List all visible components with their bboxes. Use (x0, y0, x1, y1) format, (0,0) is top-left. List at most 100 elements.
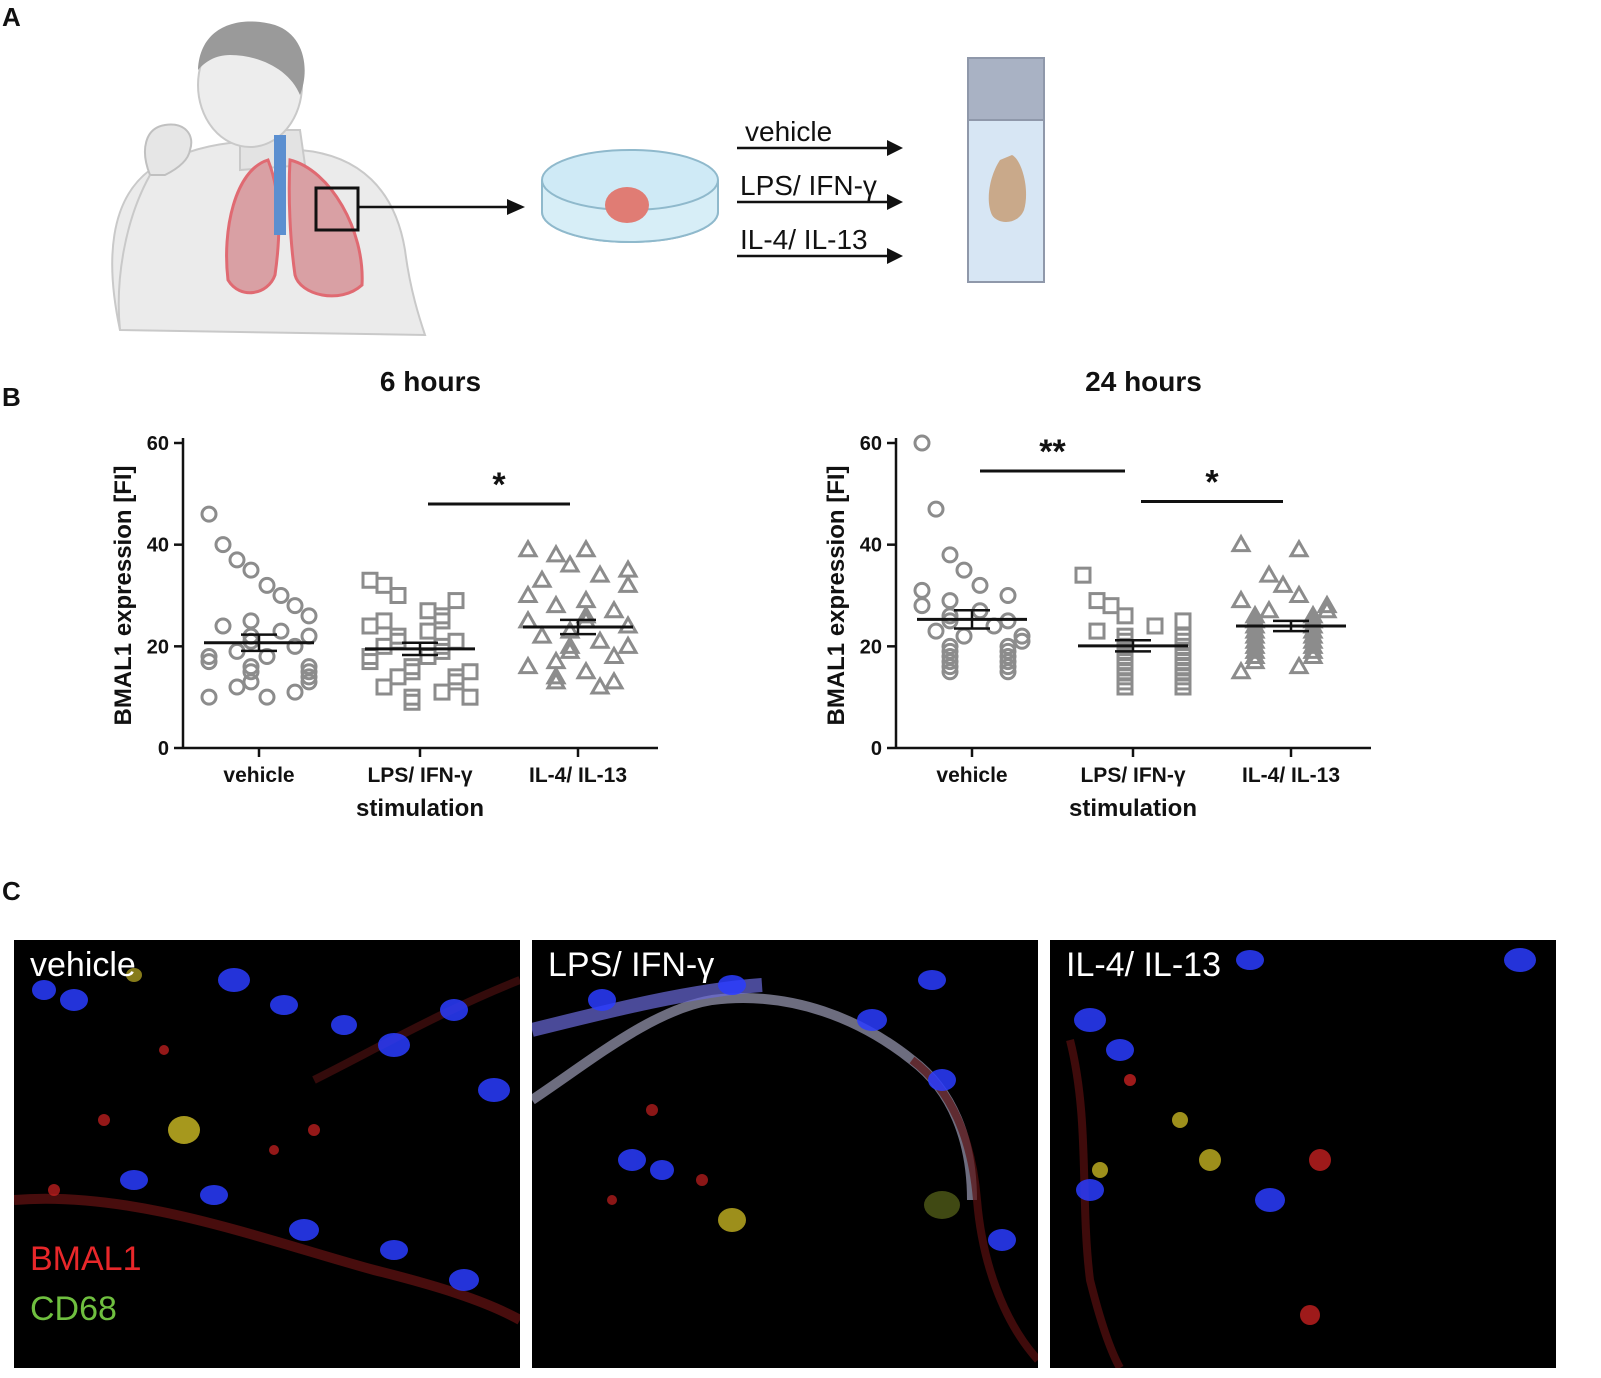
chart1-point (617, 559, 639, 578)
chart2-point (1174, 627, 1192, 645)
legend-bmal1: BMAL1 (30, 1240, 142, 1278)
chart1-point (433, 642, 451, 660)
chart1-significance-label: * (492, 466, 506, 504)
chart1-point (258, 688, 276, 706)
chart1-point (375, 678, 393, 696)
chart2-point (1116, 678, 1134, 696)
chart2-point (999, 612, 1017, 630)
chart1-point (603, 599, 625, 619)
chart2-point (1174, 658, 1192, 676)
micrograph-label-vehicle: vehicle (30, 946, 136, 984)
chart2-point (1174, 678, 1192, 696)
micrograph-label-il4-il13: IL-4/ IL-13 (1066, 946, 1221, 984)
chart2-y-tick-label: 20 (860, 636, 882, 658)
chart2-y-tick-label: 0 (871, 738, 882, 760)
chart1-point (603, 670, 625, 690)
chart1-point (517, 584, 539, 603)
human-figure-illustration (111, 21, 427, 337)
micrograph-il4-il13: IL-4/ IL-13 (1050, 940, 1556, 1368)
petri-dish-illustration (541, 149, 719, 243)
chart2-point (1244, 650, 1266, 670)
chart2-point (1102, 597, 1120, 615)
chart1-point (214, 536, 232, 554)
chart2-point (913, 434, 931, 452)
chart1-point (559, 640, 581, 659)
legend-cd68: CD68 (30, 1290, 117, 1328)
arrowhead-icon (507, 199, 525, 215)
chart1-point (389, 627, 407, 645)
chart1-point (300, 627, 318, 645)
chart1-point (419, 622, 437, 640)
chart2-point (941, 607, 959, 625)
chart2-point (955, 561, 973, 579)
chart1-point (242, 612, 260, 630)
chart1-point (575, 660, 597, 680)
chart2-point (1258, 599, 1280, 619)
micrograph-lps-ifn: LPS/ IFN-γ (532, 940, 1038, 1368)
chart1-point (575, 604, 597, 624)
micrograph-vehicle-image (14, 968, 520, 1325)
chart1-y-tick-label: 40 (147, 535, 169, 557)
chart1-point (447, 592, 465, 610)
chart1-point (419, 648, 437, 665)
chart2-point (1316, 594, 1338, 614)
chart1-point (300, 673, 318, 691)
chart2-point (1316, 599, 1338, 619)
chart1-point (375, 637, 393, 655)
chart2-point (1288, 655, 1310, 675)
chart1-point (242, 561, 260, 579)
chart1-point (517, 538, 539, 558)
chart2-point (1116, 673, 1134, 691)
chart1-point (200, 505, 218, 523)
chart1-x-axis-label: stimulation (356, 795, 484, 822)
chart2-point (1116, 668, 1134, 686)
chart2-point (941, 658, 959, 676)
chart1-point (389, 587, 407, 604)
chart2-point (1116, 658, 1134, 676)
chart2-point (1174, 663, 1192, 681)
chart1-point (228, 678, 246, 696)
chart2-point (1302, 645, 1324, 664)
chart2-point (1146, 617, 1164, 635)
chart1-point (461, 663, 479, 681)
chart2-point (941, 592, 959, 610)
panel-letter-c: C (2, 876, 21, 906)
chart1-point (447, 668, 465, 686)
chart1-point (361, 648, 379, 665)
chart1-y-tick-label: 60 (147, 433, 169, 455)
chart1-point (258, 576, 276, 594)
chart1-point (531, 569, 553, 588)
chart2-point (1088, 592, 1106, 610)
chart1-point (575, 589, 597, 609)
chart1-y-axis-label: BMAL1 expression [FI] (110, 465, 137, 725)
chart2-point (999, 653, 1017, 671)
chart2-point (1174, 612, 1192, 630)
chart2-y-tick-label: 60 (860, 433, 882, 455)
chart1-point (545, 594, 567, 614)
chart2-x-axis-label: stimulation (1069, 795, 1197, 822)
chart2-point (1116, 653, 1134, 671)
chart1-point (258, 648, 276, 665)
chart1-point (517, 609, 539, 629)
treatment-label-il4-il13: IL-4/ IL-13 (740, 224, 868, 255)
chart2-title: 24 hours (1085, 366, 1202, 397)
chart2-point (1272, 574, 1294, 593)
chart1-point (228, 551, 246, 569)
chart2-point (1174, 668, 1192, 686)
chart1-point (200, 653, 218, 671)
chart1-point (242, 673, 260, 691)
chart1-point (531, 625, 553, 644)
chart2-point (1230, 589, 1252, 609)
chart1-point (403, 663, 421, 681)
chart2-point (941, 653, 959, 671)
chart2-x-tick-label: vehicle (936, 764, 1007, 787)
micrograph-label-lps-ifn: LPS/ IFN-γ (548, 946, 715, 984)
chart1-point (300, 668, 318, 686)
chart1-point (603, 645, 625, 664)
chart1-point (300, 663, 318, 681)
chart1-x-tick-label: vehicle (223, 764, 294, 787)
treatment-label-lps-ifn: LPS/ IFN-γ (740, 170, 877, 201)
chart1-point (300, 607, 318, 625)
chart1-point (589, 564, 611, 583)
